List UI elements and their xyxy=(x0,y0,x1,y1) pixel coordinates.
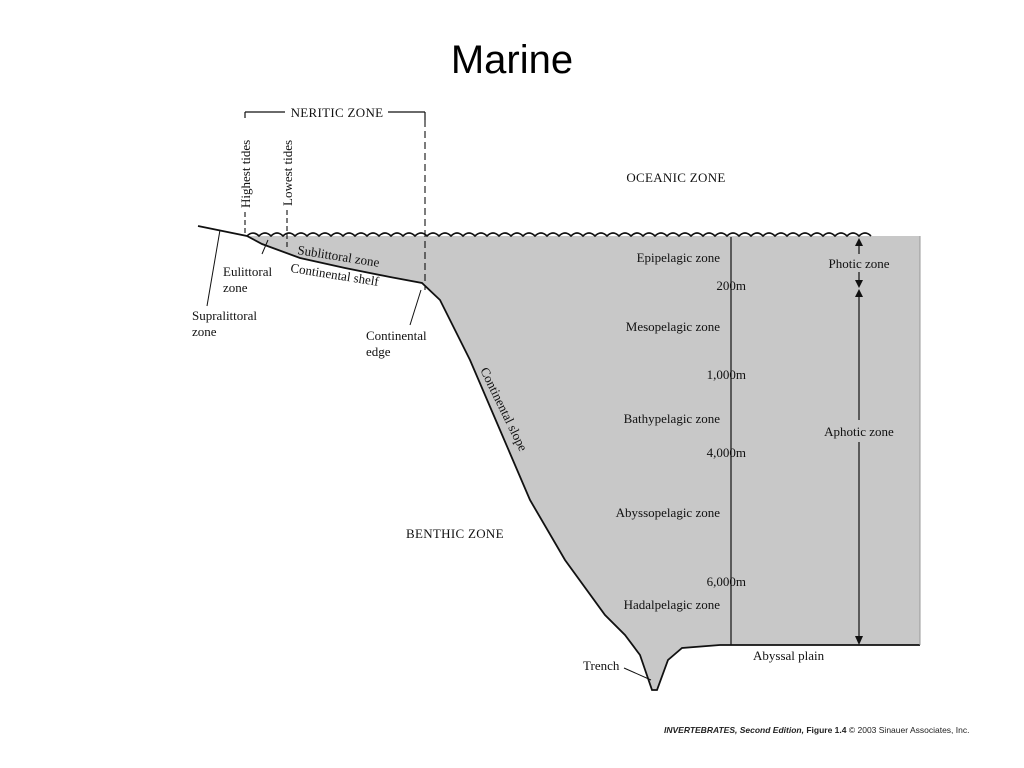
continental-edge-pointer xyxy=(409,289,422,326)
supralittoral-label-1: Supralittoral xyxy=(192,308,257,323)
credit-figure: Figure 1.4 xyxy=(806,725,847,735)
neritic-bracket xyxy=(244,111,426,120)
photic-arrow-bottom xyxy=(855,280,863,288)
depth-6000m-label: 6,000m xyxy=(707,574,746,589)
neritic-zone-label: NERITIC ZONE xyxy=(291,105,384,120)
oceanic-zone-label: OCEANIC ZONE xyxy=(626,170,725,185)
trench-pointer xyxy=(623,667,652,681)
photic-arrow-top xyxy=(855,238,863,246)
continental-edge-label-2: edge xyxy=(366,344,391,359)
credit-book: INVERTEBRATES, Second Edition, xyxy=(664,725,804,735)
epipelagic-zone-label: Epipelagic zone xyxy=(637,250,721,265)
eulittoral-pointer xyxy=(261,239,269,255)
eulittoral-label-1: Eulittoral xyxy=(223,264,272,279)
supralittoral-pointer xyxy=(206,229,221,307)
lowest-tides-label: Lowest tides xyxy=(280,140,295,206)
eulittoral-label-2: zone xyxy=(223,280,248,295)
sea-surface-waves xyxy=(246,232,872,238)
supralittoral-label-2: zone xyxy=(192,324,217,339)
photic-zone-label: Photic zone xyxy=(828,256,889,271)
benthic-zone-label: BENTHIC ZONE xyxy=(406,526,504,541)
hadalpelagic-zone-label: Hadalpelagic zone xyxy=(624,597,721,612)
abyssopelagic-zone-label: Abyssopelagic zone xyxy=(616,505,721,520)
aphotic-zone-label: Aphotic zone xyxy=(824,424,894,439)
continental-edge-label-1: Continental xyxy=(366,328,427,343)
slide-title: Marine xyxy=(450,38,574,82)
abyssal-plain-label: Abyssal plain xyxy=(753,648,825,663)
depth-4000m-label: 4,000m xyxy=(707,445,746,460)
trench-label: Trench xyxy=(583,658,620,673)
figure-credit: INVERTEBRATES, Second Edition, Figure 1.… xyxy=(664,725,994,735)
bathypelagic-zone-label: Bathypelagic zone xyxy=(624,411,721,426)
ocean-water xyxy=(247,236,920,690)
depth-1000m-label: 1,000m xyxy=(707,367,746,382)
credit-copyright: © 2003 Sinauer Associates, Inc. xyxy=(848,725,970,735)
seafloor-profile xyxy=(197,225,920,691)
highest-tides-label: Highest tides xyxy=(238,140,253,208)
aphotic-arrow-bottom xyxy=(855,636,863,645)
mesopelagic-zone-label: Mesopelagic zone xyxy=(626,319,720,334)
depth-200m-label: 200m xyxy=(716,278,746,293)
